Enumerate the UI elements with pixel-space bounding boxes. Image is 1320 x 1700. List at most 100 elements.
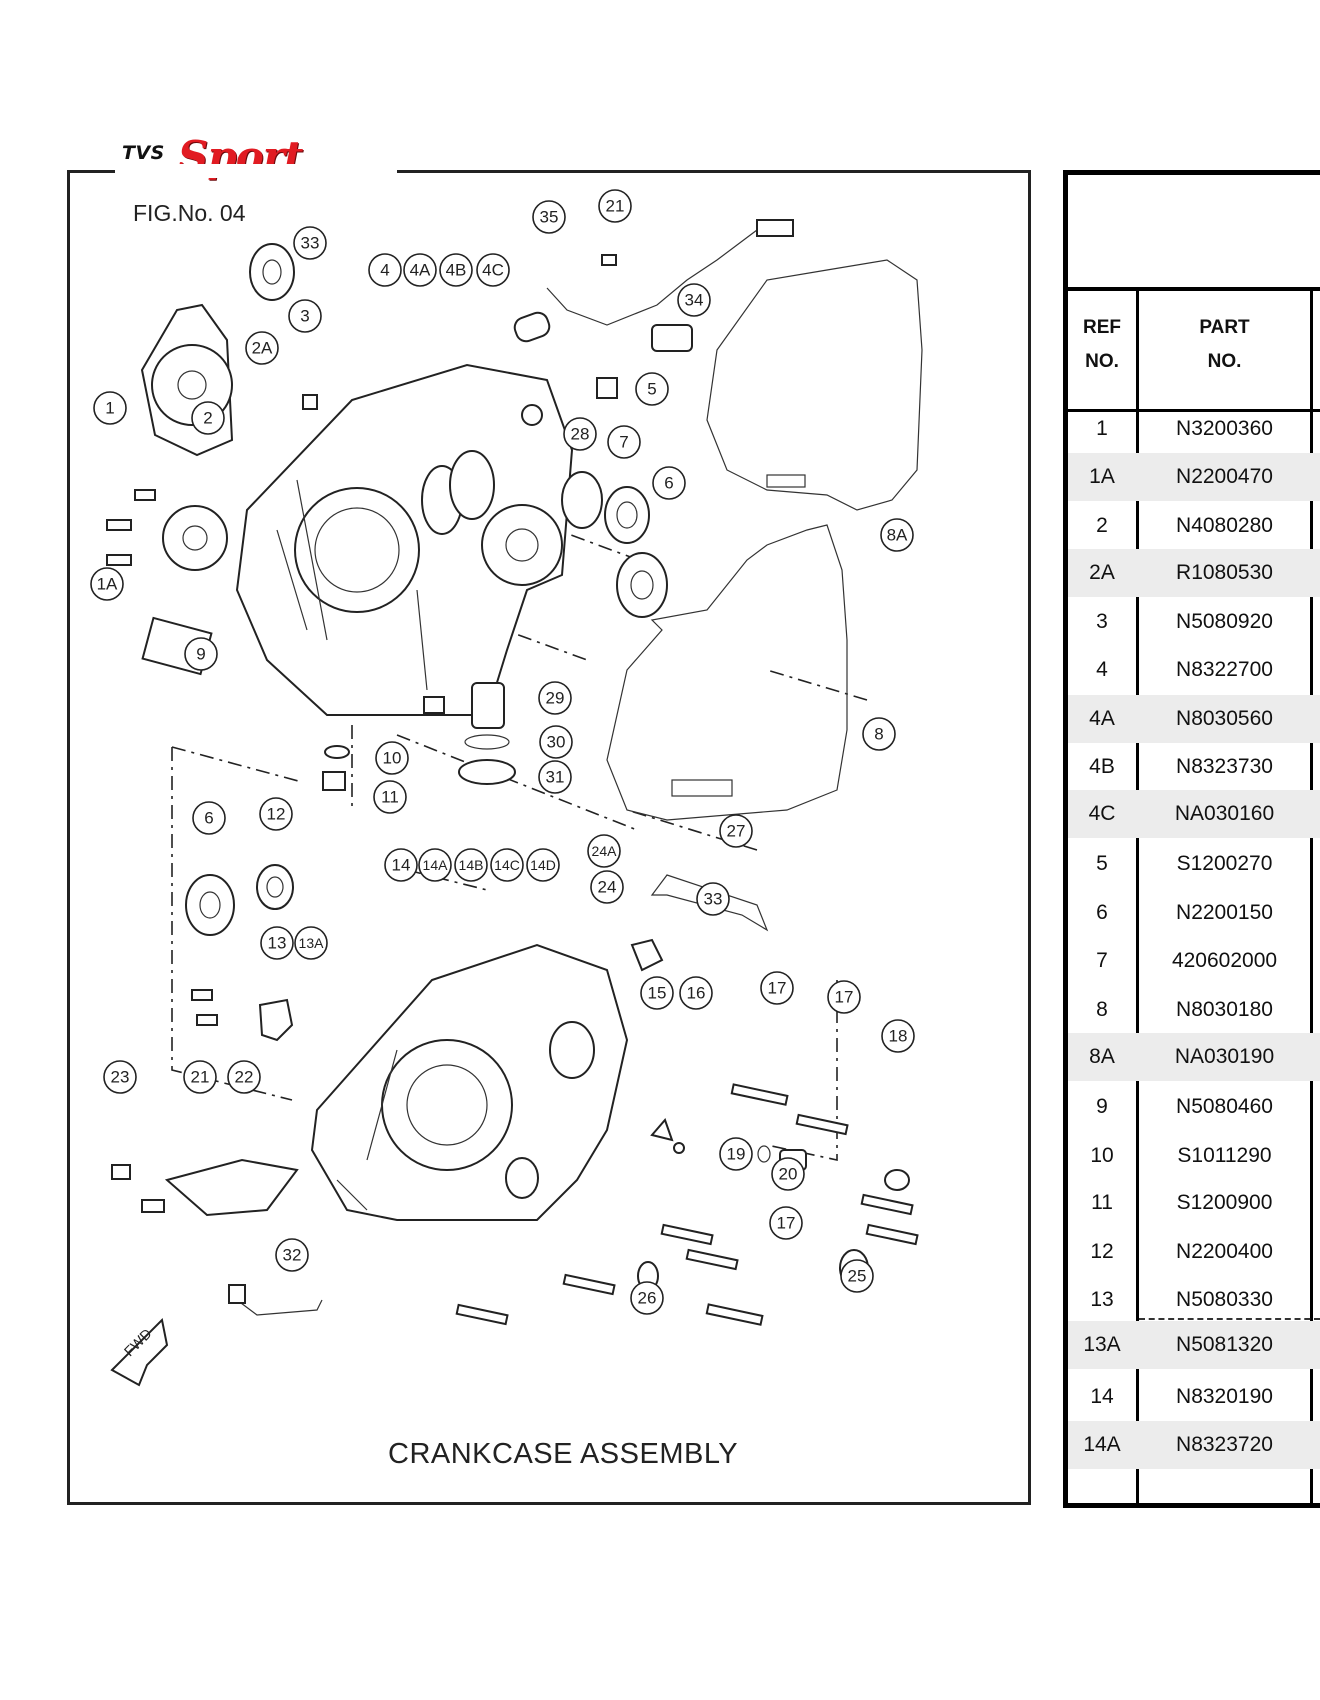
part-no-cell: N2200150 xyxy=(1176,901,1273,924)
callout-6: 6 xyxy=(652,466,686,500)
ref-no-cell: 4B xyxy=(1089,755,1115,778)
callout-label: 13A xyxy=(299,935,325,951)
callout-label: 3 xyxy=(300,307,309,326)
callout-label: 17 xyxy=(777,1214,796,1233)
callout-30: 30 xyxy=(539,725,573,759)
callout-label: 11 xyxy=(381,788,399,807)
callout-label: 14 xyxy=(392,856,411,875)
callout-25: 25 xyxy=(840,1259,874,1293)
callout-33: 33 xyxy=(696,882,730,916)
frame-gap xyxy=(115,164,397,178)
callout-label: 5 xyxy=(647,380,656,399)
callout-12: 12 xyxy=(259,797,293,831)
sensor-with-cable xyxy=(513,219,794,343)
callout-label: 21 xyxy=(606,197,625,216)
callout-22: 22 xyxy=(227,1060,261,1094)
callout-label: 8A xyxy=(887,526,908,545)
callout-label: 33 xyxy=(301,234,320,253)
callout-label: 24A xyxy=(592,843,618,859)
bearings-and-bushings xyxy=(423,324,693,714)
assembly-title: CRANKCASE ASSEMBLY xyxy=(388,1438,739,1470)
forward-arrow: FWD xyxy=(110,1317,169,1387)
ref-header-line1: REF xyxy=(1083,317,1121,338)
callout-18: 18 xyxy=(881,1019,915,1053)
callout-label: 4A xyxy=(410,261,431,280)
callout-32: 32 xyxy=(275,1238,309,1272)
callout-14a: 14A xyxy=(418,848,452,882)
callout-label: 33 xyxy=(704,890,723,909)
ref-no-cell: 2 xyxy=(1096,514,1108,537)
callout-4: 4 xyxy=(368,253,402,287)
callout-11: 11 xyxy=(373,780,407,814)
ref-no-header: REF NO. xyxy=(1068,287,1136,407)
callout-19: 19 xyxy=(719,1137,753,1171)
part-no-cell: S1200900 xyxy=(1176,1191,1273,1214)
callout-2: 2 xyxy=(191,401,225,435)
callout-16: 16 xyxy=(679,976,713,1010)
callout-label: 14D xyxy=(530,857,556,873)
callout-label: 29 xyxy=(546,689,565,708)
callout-label: 8 xyxy=(874,725,883,744)
diagram-frame xyxy=(67,170,1031,1505)
part-no-cell: N8320190 xyxy=(1176,1385,1273,1408)
ref-no-cell: 3 xyxy=(1096,610,1108,633)
callout-label: 19 xyxy=(727,1145,746,1164)
callout-17: 17 xyxy=(827,980,861,1014)
dotted-separator xyxy=(1139,1318,1320,1320)
ref-no-cell: 11 xyxy=(1091,1191,1113,1214)
column-divider xyxy=(1310,287,1313,1503)
callout-label: 2A xyxy=(252,339,273,358)
callout-label: 26 xyxy=(638,1289,657,1308)
callout-label: 14C xyxy=(494,857,520,873)
callout-31: 31 xyxy=(538,760,572,794)
table-row: 13A N5081320 xyxy=(1068,1321,1320,1369)
part-no-cell: N5081320 xyxy=(1176,1333,1273,1356)
callout-label: 6 xyxy=(664,474,673,493)
ref-no-cell: 10 xyxy=(1090,1144,1114,1167)
callout-label: 17 xyxy=(835,988,854,1007)
callout-label: 34 xyxy=(685,291,704,310)
callout-label: 4 xyxy=(380,261,389,280)
exploded-view-drawing: FWD 332A121A9344A4B4C352134528768A829303… xyxy=(90,189,923,1387)
callout-label: 32 xyxy=(283,1246,302,1265)
table-row: 4A N8030560 xyxy=(1068,695,1320,743)
part-no-cell: NA030190 xyxy=(1174,1045,1275,1068)
callout-4c: 4C xyxy=(476,253,510,287)
callout-label: 10 xyxy=(383,749,402,768)
part-no-cell: N8322700 xyxy=(1176,658,1273,681)
ref-no-cell: 14 xyxy=(1090,1385,1114,1408)
callout-label: 17 xyxy=(768,979,787,998)
part-no-cell: N8030560 xyxy=(1176,707,1273,730)
ref-no-cell: 13A xyxy=(1083,1333,1121,1356)
callout-8a: 8A xyxy=(880,518,914,552)
callout-10: 10 xyxy=(375,741,409,775)
callout-label: 1A xyxy=(97,575,118,594)
callout-15: 15 xyxy=(640,976,674,1010)
callout-23: 23 xyxy=(103,1060,137,1094)
callout-label: 22 xyxy=(235,1068,254,1087)
callout-21: 21 xyxy=(598,189,632,223)
callout-label: 24 xyxy=(598,878,617,897)
part-no-cell: N2200470 xyxy=(1176,465,1273,488)
callout-5: 5 xyxy=(635,372,669,406)
ref-no-cell: 7 xyxy=(1096,949,1108,972)
part-no-cell: N5080330 xyxy=(1176,1288,1273,1311)
part-no-cell: N8030180 xyxy=(1176,998,1273,1021)
ref-no-cell: 5 xyxy=(1096,852,1108,875)
callout-27: 27 xyxy=(719,814,753,848)
callout-label: 28 xyxy=(571,425,590,444)
ref-no-cell: 4A xyxy=(1089,707,1115,730)
part-header-line2: NO. xyxy=(1207,351,1242,372)
breather-pipe xyxy=(630,874,769,972)
callout-label: 4C xyxy=(482,261,504,280)
part-no-cell: NA030160 xyxy=(1174,802,1275,825)
callout-24: 24 xyxy=(590,870,624,904)
crankcase-upper-half xyxy=(235,363,574,716)
